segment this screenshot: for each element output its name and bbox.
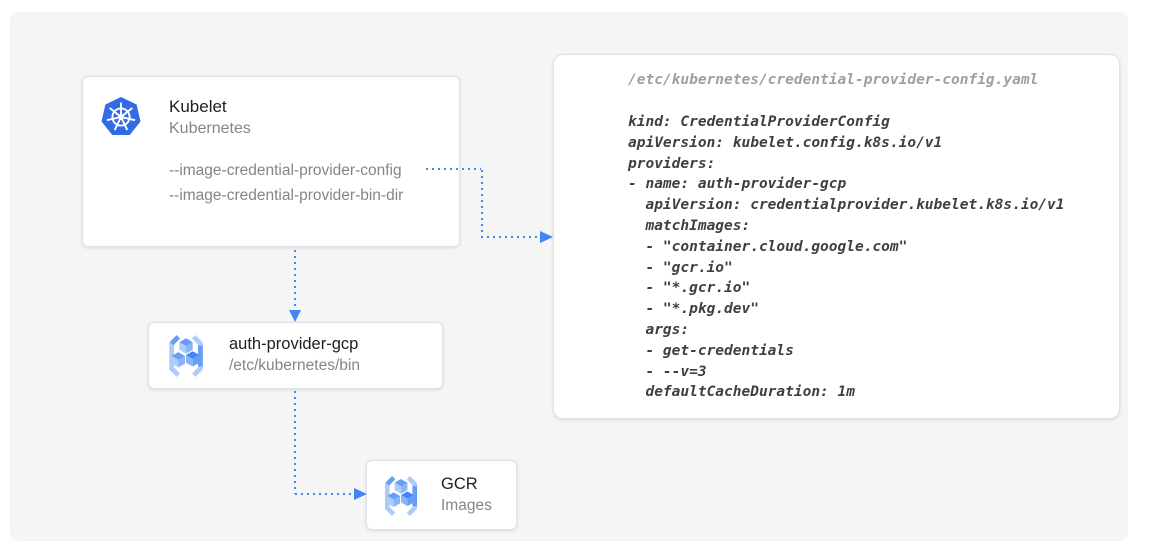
- connector-config-to-yaml-segment-1: [426, 168, 481, 170]
- config-yaml-code: kind: CredentialProviderConfig apiVersio…: [628, 114, 1065, 401]
- connector-config-to-yaml-segment-3: [481, 236, 540, 238]
- gcr-subtitle: Images: [441, 497, 492, 514]
- kubelet-subtitle: Kubernetes: [169, 120, 251, 137]
- container-registry-icon: [163, 333, 209, 379]
- kubelet-title: Kubelet: [169, 97, 227, 116]
- connector-kubelet-to-auth-provider: [294, 250, 296, 310]
- connector-auth-to-gcr-segment-1: [294, 391, 296, 494]
- auth-provider-gcp-card: auth-provider-gcp /etc/kubernetes/bin: [148, 322, 443, 389]
- kubelet-flags: --image-credential-provider-config --ima…: [169, 158, 403, 208]
- container-registry-icon: [379, 474, 423, 518]
- flag-image-credential-provider-bin-dir: --image-credential-provider-bin-dir: [169, 187, 404, 204]
- arrowhead-to-gcr-icon: [354, 488, 367, 500]
- credential-provider-config-panel: /etc/kubernetes/credential-provider-conf…: [553, 54, 1120, 419]
- gcr-card-titles: GCR Images: [441, 474, 492, 516]
- auth-provider-path: /etc/kubernetes/bin: [229, 357, 360, 374]
- connector-auth-to-gcr-segment-2: [295, 493, 354, 495]
- arrowhead-to-yaml-icon: [540, 231, 553, 243]
- connector-config-to-yaml-segment-2: [481, 170, 483, 236]
- config-file-path: /etc/kubernetes/credential-provider-conf…: [628, 72, 1039, 88]
- kubelet-card: Kubelet Kubernetes --image-credential-pr…: [82, 76, 460, 247]
- gcr-card: GCR Images: [366, 460, 517, 530]
- auth-card-titles: auth-provider-gcp /etc/kubernetes/bin: [229, 334, 360, 376]
- flag-image-credential-provider-config: --image-credential-provider-config: [169, 162, 402, 179]
- arrowhead-to-auth-provider-icon: [289, 310, 301, 322]
- kubernetes-helm-icon: [99, 95, 143, 139]
- auth-provider-title: auth-provider-gcp: [229, 335, 359, 353]
- kubelet-card-titles: Kubelet Kubernetes: [169, 96, 251, 140]
- gcr-title: GCR: [441, 475, 478, 493]
- diagram-background: Kubelet Kubernetes --image-credential-pr…: [10, 12, 1128, 541]
